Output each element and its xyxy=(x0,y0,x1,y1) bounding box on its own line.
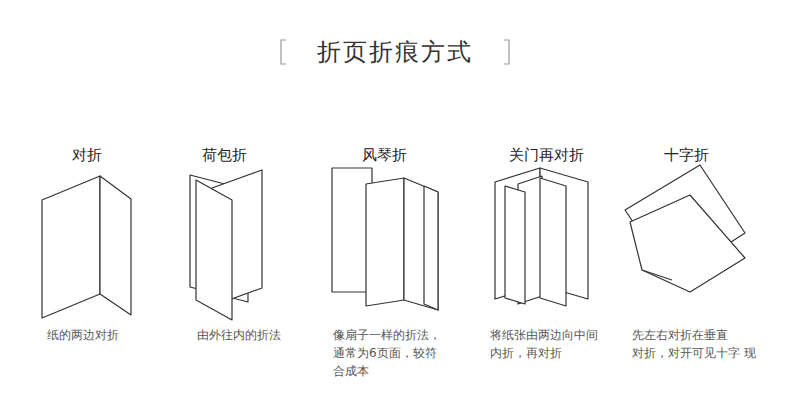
fold-description: 将纸张由两边向中间 内折，再对折 xyxy=(490,326,625,362)
fold-name: 十字折 xyxy=(664,146,709,165)
fold-description: 先左右对折在垂直 对折，对开可见十字 现 xyxy=(632,326,762,362)
half-fold-figure xyxy=(42,176,131,318)
cross-fold-figure xyxy=(625,165,745,292)
fold-name: 关门再对折 xyxy=(509,146,584,165)
gate-fold-figure xyxy=(495,168,588,306)
fold-name: 风琴折 xyxy=(362,146,407,165)
page-title: 折页折痕方式 xyxy=(317,36,473,68)
fold-name: 对折 xyxy=(72,146,102,165)
fold-description: 纸的两边对折 xyxy=(47,326,177,344)
accordion-fold-figure xyxy=(332,168,438,310)
fold-name: 荷包折 xyxy=(202,146,247,165)
letter-fold-figure xyxy=(190,170,262,320)
fold-description: 像扇子一样的折法， 通常为6页面，较符 合成本 xyxy=(333,326,463,380)
fold-description: 由外往内的折法 xyxy=(197,326,317,344)
